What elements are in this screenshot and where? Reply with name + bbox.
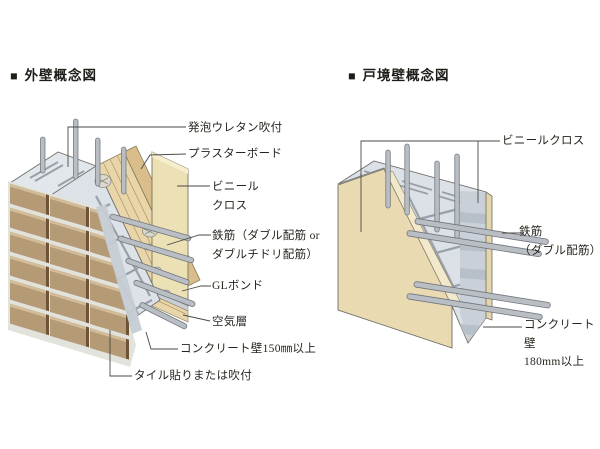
leader-lines-exterior (67, 126, 211, 377)
section-title-text: 戸境壁概念図 (362, 68, 450, 83)
section-title-exterior-wall: ■ 外壁概念図 (10, 64, 97, 84)
partition-wall-diagram (337, 140, 551, 349)
label-rebar-double: 鉄筋（ダブル配筋 or ダブルチドリ配筋） (212, 230, 320, 261)
far-vinyl-sliver (485, 191, 493, 321)
label-concrete-180mm: コンクリート壁 180mm以上 (524, 319, 595, 368)
label-plasterboard: プラスターボード (188, 148, 283, 160)
label-concrete-150mm: コンクリート壁150㎜以上 (180, 343, 317, 355)
label-vinyl-cloth: ビニール クロス (212, 181, 260, 212)
label-foam-urethane: 発泡ウレタン吹付 (188, 122, 283, 134)
vertical-rebar-rods (40, 118, 127, 195)
label-gl-bond: GLボンド (212, 280, 264, 292)
square-bullet-icon: ■ (348, 69, 357, 83)
label-air-layer: 空気層 (212, 316, 248, 328)
exterior-concrete-band (96, 204, 142, 334)
label-vinyl-cloth-partition: ビニールクロス (502, 135, 585, 147)
section-title-partition-wall: ■ 戸境壁概念図 (348, 64, 450, 84)
exterior-wall-diagram (8, 118, 211, 377)
vertical-rebar-rods (385, 143, 460, 241)
horizontal-rebar-rods (406, 218, 551, 321)
label-tile-or-spray: タイル貼りまたは吹付 (134, 370, 252, 382)
square-bullet-icon: ■ (10, 69, 19, 83)
label-rebar-partition: 鉄筋 （ダブル配筋） (519, 226, 600, 257)
horizontal-rebar-rods (109, 213, 196, 330)
section-title-text: 外壁概念図 (24, 68, 98, 83)
leader-lines-partition (360, 140, 524, 328)
